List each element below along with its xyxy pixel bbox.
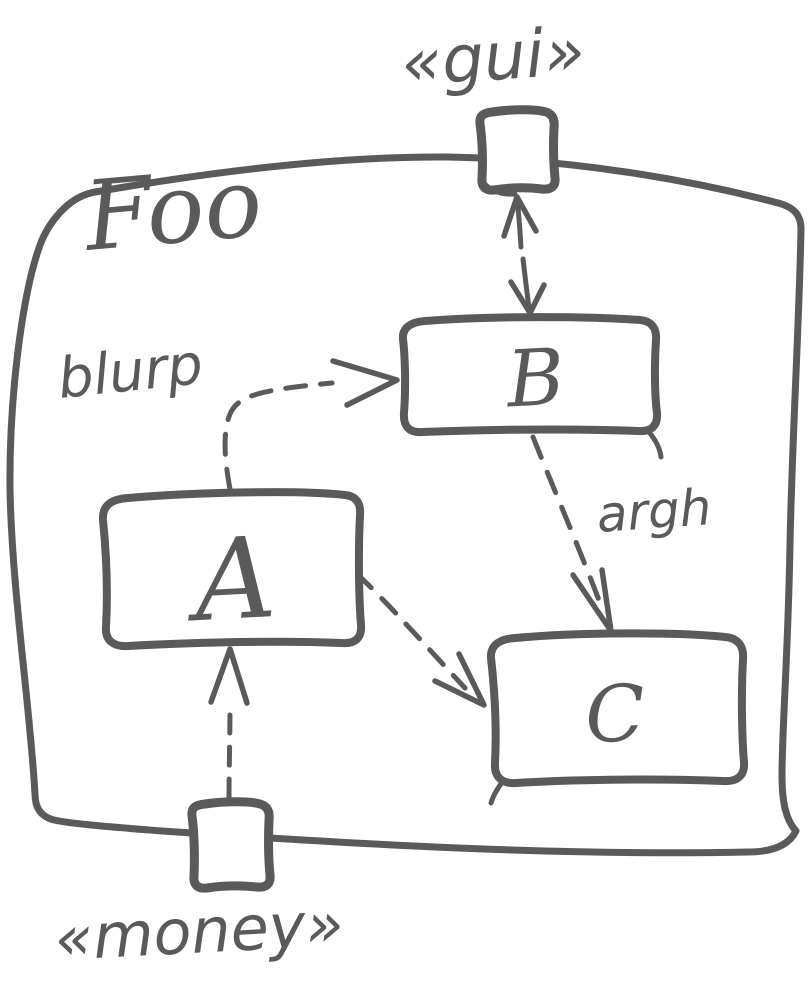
component-c-label: C — [584, 669, 647, 761]
component-b-box — [398, 313, 662, 437]
edge-a-b-line — [222, 380, 335, 492]
component-b-label: B — [503, 333, 567, 426]
edge-gui-b-line-lower — [520, 256, 532, 311]
edge-b-c-arrowhead — [570, 567, 614, 634]
edge-a-b-label: blurp — [55, 332, 206, 412]
component-a-label: A — [182, 513, 279, 648]
component-c-box — [486, 629, 749, 788]
edge-a-b — [222, 358, 400, 492]
port-money-label: «money» — [53, 887, 345, 975]
port-money — [187, 797, 275, 893]
port-gui-corner-stroke — [479, 178, 518, 197]
edge-b-c — [530, 434, 614, 634]
edge-a-c-arrowhead — [432, 651, 487, 708]
edge-money-a-line — [226, 702, 233, 800]
edge-money-a-arrowhead — [208, 646, 250, 706]
container-foo-outline — [6, 153, 805, 857]
component-b-corner-stroke — [645, 428, 664, 460]
port-gui — [475, 105, 560, 195]
edge-a-b-arrowhead — [330, 358, 400, 408]
edge-gui-b-arrowhead-down — [508, 279, 547, 316]
edge-a-c — [354, 571, 487, 708]
edge-b-c-label: argh — [595, 478, 713, 544]
component-c-corner-stroke — [488, 778, 506, 806]
edge-b-c-line — [530, 434, 605, 611]
edge-money-a — [208, 646, 250, 800]
port-gui-label: «gui» — [399, 12, 587, 102]
edge-gui-b — [501, 194, 547, 316]
container-foo-label: Foo — [78, 146, 266, 273]
component-a-box — [98, 488, 366, 651]
edge-a-c-line — [354, 571, 468, 691]
edge-gui-b-arrowhead-up — [501, 194, 539, 239]
